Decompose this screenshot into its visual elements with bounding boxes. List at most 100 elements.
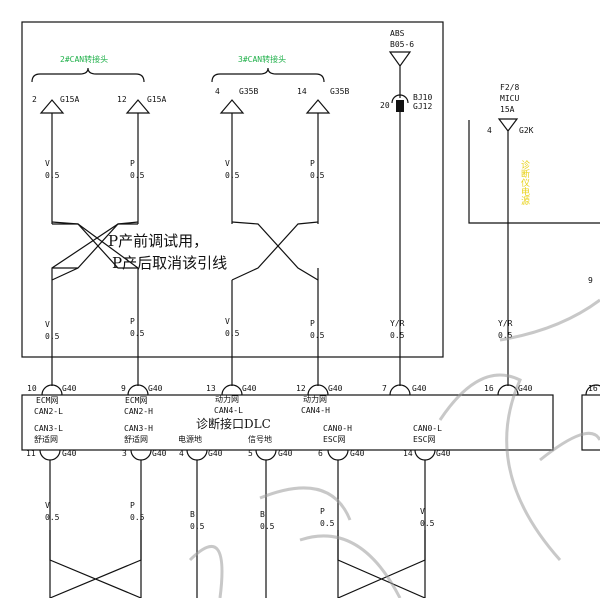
code: G40 <box>350 449 365 458</box>
pin: 7 <box>382 384 387 393</box>
dlc-label: ESC网 <box>413 435 435 444</box>
code: G40 <box>208 449 223 458</box>
pin-number: 12 <box>117 95 127 104</box>
dlc-label: 电源地 <box>178 434 202 444</box>
wire-color: B <box>190 510 195 519</box>
wire-size: 0.5 <box>498 331 513 340</box>
wire-size: 0.5 <box>130 329 145 338</box>
note-line-2: P产后取消该引线 <box>112 254 227 272</box>
micu-pin: 4 <box>487 126 492 135</box>
wire-color: V <box>45 501 50 510</box>
side-number: 9 <box>588 276 593 285</box>
wire-size: 0.5 <box>45 332 60 341</box>
code: G40 <box>148 384 163 393</box>
code: G40 <box>62 384 77 393</box>
code: G40 <box>412 384 427 393</box>
wire-color: P <box>130 501 135 510</box>
dlc-label: ESC网 <box>323 435 345 444</box>
abs-arrow <box>388 51 412 98</box>
connector-code: G15A <box>147 95 166 104</box>
micu-side-label: 诊断仪电源 <box>519 159 530 206</box>
wire-color: V <box>225 317 230 326</box>
wire-color: V <box>225 159 230 168</box>
watermark <box>188 298 600 598</box>
micu-code: G2K <box>519 126 534 135</box>
dlc-top-pins: 10 G40 9 G40 13 G40 12 G40 7 G40 16 G40 … <box>27 384 600 396</box>
wire-size: 0.5 <box>420 519 435 528</box>
code: G40 <box>518 384 533 393</box>
pin: 10 <box>27 384 37 393</box>
wire-color: Y/R <box>390 319 405 328</box>
top-connector-1: 2 G15A <box>32 95 79 224</box>
wire-size: 0.5 <box>225 171 240 180</box>
pin-number: 4 <box>215 87 220 96</box>
dlc-title: 诊断接口DLC <box>196 416 271 431</box>
micu-connector: F2/8 MICU 15A 4 G2K <box>487 83 534 386</box>
pin-number: 14 <box>297 87 307 96</box>
dlc-label: ECM网 <box>125 396 147 405</box>
wire-size: 0.5 <box>130 513 145 522</box>
wire-color: V <box>45 320 50 329</box>
wire-size: 0.5 <box>130 171 145 180</box>
dlc-label: 舒适网 <box>124 434 148 444</box>
group-brace-2can <box>31 67 145 83</box>
code: G40 <box>242 384 257 393</box>
abs-splice-block <box>396 100 404 112</box>
wire-size: 0.5 <box>390 331 405 340</box>
group-brace-3can <box>211 67 325 83</box>
abs-splice-top <box>391 94 409 104</box>
abs-label: ABS <box>390 29 405 38</box>
bus-lines <box>51 268 319 386</box>
wire-size: 0.5 <box>45 171 60 180</box>
wire-size: 0.5 <box>320 519 335 528</box>
top-connector-4: 14 G35B <box>297 87 349 224</box>
dlc-label: CAN0-H <box>323 424 352 433</box>
wire-size: 0.5 <box>310 331 325 340</box>
dlc-label: CAN2-L <box>34 407 63 416</box>
code: G40 <box>436 449 451 458</box>
micu-line2: MICU <box>500 94 519 103</box>
group-label-2can: 2#CAN转接头 <box>60 54 108 64</box>
dlc-label: CAN4-H <box>301 406 330 415</box>
wire-color: P <box>320 507 325 516</box>
abs-conn2: GJ12 <box>413 102 432 111</box>
bottom-wires <box>49 460 426 598</box>
code: G40 <box>278 449 293 458</box>
wire-color: P <box>130 317 135 326</box>
wire-color: V <box>45 159 50 168</box>
note-line-1: P产前调试用， <box>108 232 208 250</box>
pin-number: 2 <box>32 95 37 104</box>
dlc-label: 信号地 <box>248 434 272 444</box>
pin: 12 <box>296 384 306 393</box>
twisted-pair-1b <box>51 221 139 281</box>
dlc-label: CAN3-H <box>124 424 153 433</box>
wire-size: 0.5 <box>225 329 240 338</box>
wire-color: P <box>310 159 315 168</box>
bottom-twist-2 <box>337 530 426 598</box>
dlc-label: 舒适网 <box>34 434 58 444</box>
pin: 9 <box>121 384 126 393</box>
top-connector-3: 4 G35B <box>215 87 258 224</box>
wire-size: 0.5 <box>45 513 60 522</box>
dlc-label: CAN2-H <box>124 407 153 416</box>
pin: 3 <box>122 449 127 458</box>
abs-code: B05-6 <box>390 40 414 49</box>
pin: 5 <box>248 449 253 458</box>
dlc-label: ECM网 <box>36 396 58 405</box>
wire-size: 0.5 <box>310 171 325 180</box>
wire-size: 0.5 <box>260 522 275 531</box>
wire-color: P <box>130 159 135 168</box>
connector-code: G35B <box>330 87 349 96</box>
connector-code: G15A <box>60 95 79 104</box>
right-frame-lines <box>468 120 600 224</box>
dlc-box <box>21 394 554 451</box>
dlc-label: CAN3-L <box>34 424 63 433</box>
dlc-label: 动力网 <box>303 394 327 404</box>
adjacent-box <box>581 394 600 451</box>
wire-color: V <box>420 507 425 516</box>
code: G40 <box>328 384 343 393</box>
pin: 16 <box>484 384 494 393</box>
wire-color: B <box>260 510 265 519</box>
top-connector-2: 12 G15A <box>117 95 166 224</box>
pin: 14 <box>403 449 413 458</box>
